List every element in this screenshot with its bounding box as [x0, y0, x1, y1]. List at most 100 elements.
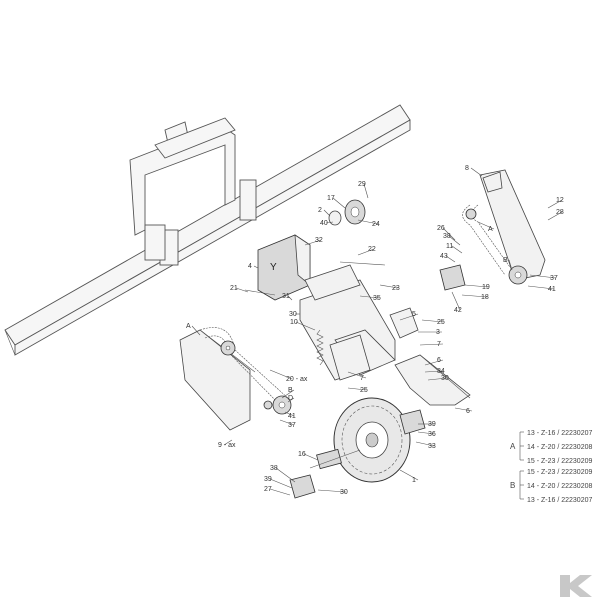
long-bolt	[339, 261, 386, 266]
callout-27: 27	[264, 486, 272, 493]
callout-leader-38b	[275, 467, 296, 483]
legA-row-1: 14 - Z-20 / 22230208	[527, 444, 592, 451]
callout-18: 18	[481, 294, 489, 301]
tensioner-block	[439, 264, 466, 291]
main-beam	[4, 104, 411, 356]
callout-33: 33	[428, 443, 436, 450]
legend-b-letter: B	[510, 481, 515, 490]
callout-leader-4	[253, 265, 259, 269]
callout-30c: 30	[340, 489, 348, 496]
callout-26: 26	[437, 225, 445, 232]
callout-4: 4	[248, 263, 252, 270]
press-wheel	[333, 397, 411, 483]
callout-25b: 25	[360, 387, 368, 394]
callout-6b: 6	[466, 408, 470, 415]
callout-9: 9 - ax	[218, 442, 236, 449]
callout-leader-A2	[191, 325, 201, 336]
callout-leader-25a	[421, 319, 444, 323]
bearing-flange-right	[399, 409, 426, 435]
sprocket-right	[508, 265, 528, 285]
callout-leader-5	[399, 313, 419, 321]
chain-guard-left	[179, 329, 256, 431]
bearing-hub	[328, 199, 366, 226]
callout-leader-36	[417, 431, 435, 435]
callout-41a: 41	[548, 286, 556, 293]
callout-leader-41a	[527, 285, 555, 290]
callout-leader-16	[303, 453, 319, 461]
callout-B1: B	[503, 257, 508, 264]
callout-38b: 38	[270, 465, 278, 472]
callout-28: 28	[556, 209, 564, 216]
callout-34: 34	[437, 368, 445, 375]
callout-5: 5	[412, 311, 416, 318]
callout-32: 32	[315, 237, 323, 244]
legB-row-0: 15 - Z-23 / 22230209	[527, 469, 592, 476]
callout-leader-38a	[448, 235, 461, 246]
callout-leader-34	[424, 370, 444, 373]
callout-24: 24	[372, 221, 380, 228]
callout-31: 31	[282, 293, 290, 300]
callout-leader-28	[547, 211, 563, 221]
legA-row-0: 13 - Z-16 / 22230207	[527, 430, 592, 437]
callout-6a: 6	[437, 357, 441, 364]
callout-25a: 25	[437, 319, 445, 326]
callout-7b: 7	[360, 375, 364, 382]
callout-leader-12	[547, 199, 563, 209]
callout-2: 2	[318, 207, 322, 214]
legB-row-1: 14 - Z-20 / 22230208	[527, 483, 592, 490]
callout-leader-8	[470, 167, 483, 177]
callout-leader-20	[269, 369, 293, 380]
callout-19: 19	[482, 284, 490, 291]
legend-group-a: A 13 - Z-16 / 22230207 14 - Z-20 / 222302…	[510, 430, 592, 465]
callout-leader-29	[363, 183, 369, 199]
callout-42: 42	[454, 307, 462, 314]
callout-30a: 30	[289, 311, 297, 318]
callout-leader-37b	[279, 419, 295, 426]
callout-A2: A	[186, 323, 191, 330]
callout-10: 10	[290, 319, 298, 326]
callout-39b: 39	[264, 476, 272, 483]
callout-leader-A1	[477, 221, 495, 230]
callout-A1: A	[488, 226, 493, 233]
legA-row-2: 15 - Z-23 / 22230209	[527, 458, 592, 465]
callout-leader-2	[323, 209, 331, 217]
callout-leader-42	[451, 291, 461, 311]
callout-leader-D	[287, 397, 295, 403]
callout-leader-30b	[427, 377, 448, 381]
callout-11: 11	[446, 243, 453, 250]
callout-40: 40	[320, 220, 328, 227]
callout-leader-39b	[269, 478, 293, 489]
legB-row-2: 13 - Z-16 / 22230207	[527, 497, 592, 504]
callout-leader-11	[451, 245, 463, 254]
callout-20: 20 - ax	[286, 376, 308, 383]
callout-leader-7b	[347, 371, 367, 379]
washer-left	[263, 400, 273, 410]
callout-17: 17	[327, 195, 335, 202]
callout-leader-18	[461, 294, 488, 298]
callout-leader-43	[445, 255, 456, 263]
callout-35: 35	[373, 295, 381, 302]
callout-leader-31	[287, 295, 293, 301]
sprocket-left-upper	[220, 340, 236, 356]
callout-29: 29	[358, 181, 366, 188]
legend-a-letter: A	[510, 442, 516, 451]
callout-leader-19	[464, 284, 489, 288]
bracket-lower	[329, 334, 371, 381]
callout-leader-6a	[424, 359, 444, 366]
callout-leader-6b	[454, 407, 473, 412]
gearbox-housing: Y	[257, 234, 311, 301]
bearing-flange-left	[289, 474, 316, 499]
callout-22: 22	[368, 246, 376, 253]
svg-text:Y: Y	[270, 262, 277, 273]
callout-leader-23	[379, 284, 399, 289]
callout-39a: 39	[428, 421, 436, 428]
callout-leader-25b	[347, 387, 367, 391]
callout-leader-33	[415, 441, 435, 447]
callout-leader-40	[325, 221, 334, 224]
callout-leader-1	[399, 469, 419, 481]
callout-8: 8	[465, 165, 469, 172]
skid-shoe	[394, 354, 471, 406]
sprocket-left-lower	[272, 395, 292, 415]
